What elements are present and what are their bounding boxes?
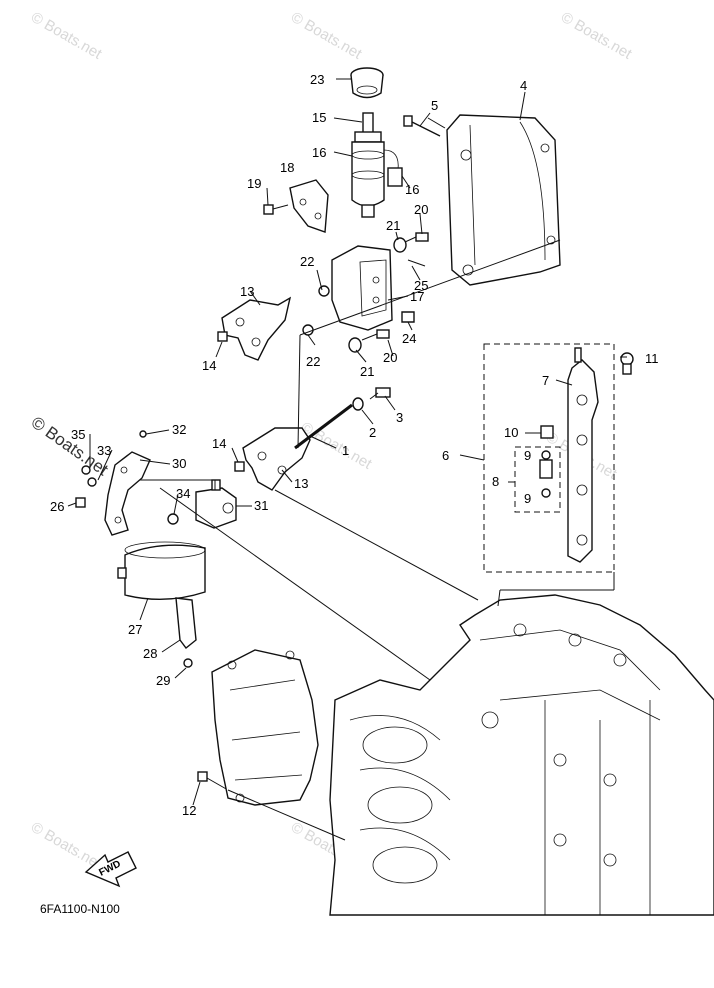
part-19-bolt xyxy=(263,204,289,215)
callout-5: 5 xyxy=(431,98,438,113)
callout-16: 16 xyxy=(312,145,326,160)
callout-25: 25 xyxy=(414,278,428,293)
callout-32: 32 xyxy=(172,422,186,437)
part-6-fuel-rail-box xyxy=(483,343,615,573)
callout-27: 27 xyxy=(128,622,142,637)
callout-14: 14 xyxy=(202,358,216,373)
part-12-bolt xyxy=(197,771,229,791)
callout-30: 30 xyxy=(172,456,186,471)
callout-18: 18 xyxy=(280,160,294,175)
watermark: © Boats.net xyxy=(298,419,375,473)
callout-12: 12 xyxy=(182,803,196,818)
callout-26: 26 xyxy=(50,499,64,514)
part-27-canister xyxy=(117,541,206,601)
part-28-bracket xyxy=(175,597,197,649)
callout-33: 33 xyxy=(97,443,111,458)
callout-9: 9 xyxy=(524,491,531,506)
part-5-bolt xyxy=(403,112,441,137)
callout-35: 35 xyxy=(71,427,85,442)
callout-7: 7 xyxy=(542,373,549,388)
intake-manifold xyxy=(211,649,319,806)
callout-23: 23 xyxy=(310,72,324,87)
callout-6: 6 xyxy=(442,448,449,463)
callout-9: 9 xyxy=(524,448,531,463)
part-31-valve xyxy=(195,479,237,529)
callout-24: 24 xyxy=(402,331,416,346)
callout-29: 29 xyxy=(156,673,170,688)
callout-21: 21 xyxy=(360,364,374,379)
callout-31: 31 xyxy=(254,498,268,513)
callout-1: 1 xyxy=(342,443,349,458)
part-23-cap xyxy=(350,67,384,99)
callout-21: 21 xyxy=(386,218,400,233)
callout-20: 20 xyxy=(383,350,397,365)
callout-8: 8 xyxy=(492,474,499,489)
part-4-cover xyxy=(446,114,561,286)
part-16-fuel-pump xyxy=(351,112,403,218)
part-1-shaft xyxy=(294,387,391,450)
callout-34: 34 xyxy=(176,486,190,501)
callout-3: 3 xyxy=(396,410,403,425)
callout-14: 14 xyxy=(212,436,226,451)
fwd-arrow-icon: FWD xyxy=(84,851,137,888)
callout-numbers: 23 15 16 16 4 5 18 19 21 20 22 25 17 13 … xyxy=(50,72,659,818)
watermark: © Boats.net xyxy=(558,9,635,63)
part-18-clamp xyxy=(289,179,329,233)
part-13-bracket-lower xyxy=(242,427,311,491)
callout-10: 10 xyxy=(504,425,518,440)
callout-11: 11 xyxy=(645,351,659,366)
callout-16: 16 xyxy=(405,182,419,197)
callout-2: 2 xyxy=(369,425,376,440)
callout-20: 20 xyxy=(414,202,428,217)
watermark: © Boats.net xyxy=(28,9,105,63)
callout-22: 22 xyxy=(306,354,320,369)
part-14-bolts xyxy=(217,331,245,472)
part-11-cap xyxy=(620,352,634,375)
callout-13: 13 xyxy=(240,284,254,299)
callout-22: 22 xyxy=(300,254,314,269)
callout-15: 15 xyxy=(312,110,326,125)
diagram-code: 6FA1100-N100 xyxy=(40,902,120,916)
reference-lines xyxy=(67,78,627,841)
part-13-bracket-upper xyxy=(221,296,292,361)
callout-13: 13 xyxy=(294,476,308,491)
callout-4: 4 xyxy=(520,78,527,93)
part-17-bracket xyxy=(331,245,393,331)
callout-19: 19 xyxy=(247,176,261,191)
watermark: © Boats.net xyxy=(288,9,365,63)
part-30-bracket xyxy=(104,451,151,536)
callout-28: 28 xyxy=(143,646,157,661)
engine-block xyxy=(329,594,714,916)
callout-17: 17 xyxy=(410,289,424,304)
